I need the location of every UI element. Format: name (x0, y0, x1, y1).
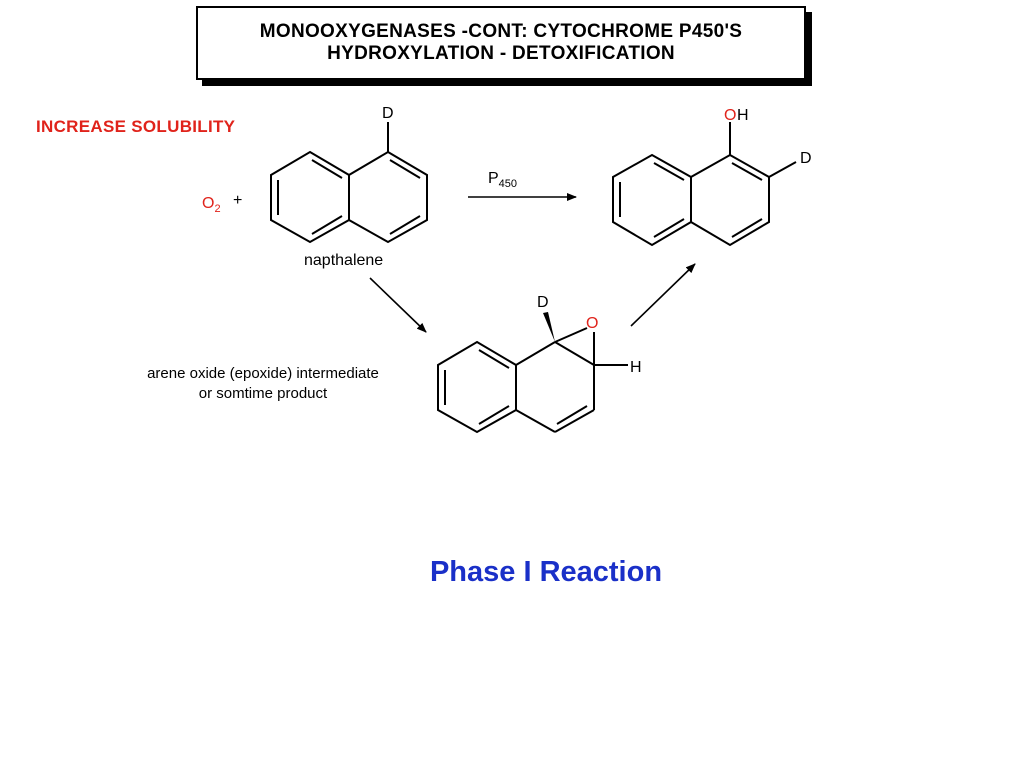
increase-solubility-label: INCREASE SOLUBILITY (36, 117, 236, 136)
napthalene-label: napthalene (304, 252, 383, 269)
intermediate-d-label: D (537, 294, 549, 311)
naphthol-molecule (612, 122, 797, 247)
title-line-1: MONOOXYGENASES -CONT: CYTOCHROME P450'S (259, 21, 743, 42)
intermediate-h-label: H (630, 359, 642, 376)
product-oxygen-label: O (724, 107, 736, 124)
substrate-d-label: D (382, 105, 394, 122)
oxygen-label: O2 (202, 195, 221, 215)
caption-line-2: or somtime product (198, 385, 328, 402)
rearrangement-arrow (630, 263, 696, 327)
p450-label: P450 (488, 170, 517, 190)
naphthalene-molecule (270, 122, 428, 244)
phase-reaction-title: Phase I Reaction (429, 556, 663, 588)
arene-oxide-molecule (437, 312, 628, 434)
caption-line-1: arene oxide (epoxide) intermediate (147, 365, 379, 382)
intermediate-caption: arene oxide (epoxide) intermediate or so… (118, 364, 408, 404)
epoxidation-arrow (369, 277, 427, 333)
product-d-label: D (800, 150, 812, 167)
plus-sign: + (233, 192, 242, 209)
product-hydrogen-label: H (737, 107, 749, 124)
intermediate-oxygen-label: O (586, 315, 598, 332)
title-line-2: HYDROXYLATION - DETOXIFICATION (327, 43, 675, 64)
title-box: MONOOXYGENASES -CONT: CYTOCHROME P450'S … (196, 6, 806, 80)
